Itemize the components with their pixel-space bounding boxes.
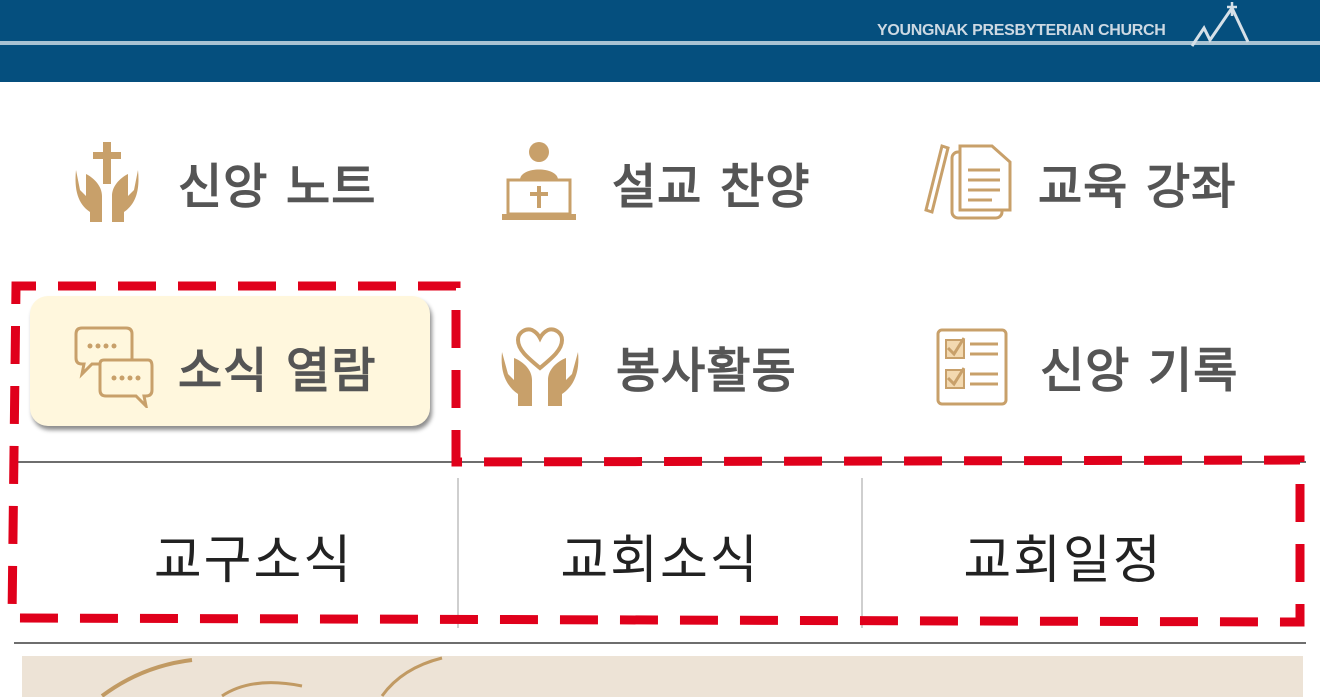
subtab-church-news[interactable]: 교회소식 xyxy=(560,530,760,591)
menu-label: 설교 찬양 xyxy=(612,159,811,215)
subtab-bottom-divider xyxy=(14,642,1306,644)
header-divider-line xyxy=(0,41,1320,45)
subtab-church-schedule[interactable]: 교회일정 xyxy=(963,530,1163,591)
menu-item-faith-record[interactable]: 신앙 기록 xyxy=(934,316,1238,416)
menu-item-education[interactable]: 교육 강좌 xyxy=(922,132,1236,232)
header-banner: YOUNGNAK PRESBYTERIAN CHURCH xyxy=(0,0,1320,82)
menu-label: 교육 강좌 xyxy=(1038,159,1237,215)
menu-item-volunteer[interactable]: 봉사활동 xyxy=(498,316,797,416)
menu-item-sermon-hymn[interactable]: 설교 찬양 xyxy=(500,132,810,232)
menu-label: 소식 열람 xyxy=(178,343,377,399)
menu-label: 신앙 기록 xyxy=(1040,343,1239,399)
menu-label: 신앙 노트 xyxy=(178,159,377,215)
menu-label: 봉사활동 xyxy=(616,343,797,399)
subtab-parish-news[interactable]: 교구소식 xyxy=(153,530,354,591)
banner-image-preview[interactable] xyxy=(22,656,1303,697)
pulpit-icon xyxy=(502,142,576,220)
decorative-lines xyxy=(100,656,443,697)
church-name: YOUNGNAK PRESBYTERIAN CHURCH xyxy=(877,22,1166,39)
hands-heart-icon xyxy=(501,327,579,406)
chat-bubbles-icon xyxy=(74,326,154,408)
checklist-icon xyxy=(936,328,1008,406)
church-steeple-icon xyxy=(1190,2,1250,47)
documents-pencil-icon xyxy=(924,144,1012,220)
praying-hands-cross-icon xyxy=(75,142,139,222)
menu-item-news[interactable]: 소식 열람 xyxy=(72,316,376,416)
menu-item-faith-note[interactable]: 신앙 노트 xyxy=(72,132,376,232)
menu-divider xyxy=(14,461,1306,463)
